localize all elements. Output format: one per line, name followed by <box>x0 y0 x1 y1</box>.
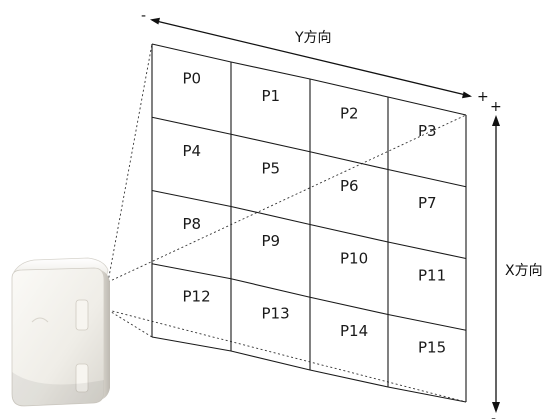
zone-grid <box>151 43 467 403</box>
zone-label-p10: P10 <box>340 250 368 268</box>
zone-label-p5: P5 <box>262 159 281 177</box>
y-axis-arrow: - + Y方向 <box>141 8 489 105</box>
frustum-line <box>107 114 467 283</box>
field-of-view-lines <box>107 43 467 403</box>
x-axis-label: X方向 <box>505 263 543 279</box>
grid-row-line <box>151 336 467 403</box>
zone-label-p6: P6 <box>340 177 359 195</box>
grid-row-line <box>151 43 467 116</box>
x-axis-minus-sign: - <box>491 411 496 419</box>
zone-label-p7: P7 <box>418 194 437 212</box>
zone-label-p4: P4 <box>183 142 202 160</box>
x-axis-arrow: + - X方向 <box>490 99 543 419</box>
y-axis-plus-sign: + <box>477 89 489 105</box>
zone-label-p8: P8 <box>183 215 202 233</box>
zone-label-p3: P3 <box>418 122 437 140</box>
zone-label-p1: P1 <box>262 87 281 105</box>
sensor-module-image <box>11 257 110 407</box>
y-axis-label: Y方向 <box>294 30 332 46</box>
grid-row-line <box>151 263 467 331</box>
grid-row-line <box>151 189 467 260</box>
zone-label-p14: P14 <box>340 322 368 340</box>
zone-label-p2: P2 <box>340 104 359 122</box>
y-axis-minus-sign: - <box>141 8 146 24</box>
zone-label-p9: P9 <box>262 232 281 250</box>
frustum-line <box>107 43 153 283</box>
zone-label-p13: P13 <box>262 304 290 322</box>
zone-label-p0: P0 <box>183 69 202 87</box>
frustum-line <box>107 309 467 403</box>
frustum-line <box>107 309 153 338</box>
zone-label-p11: P11 <box>418 266 446 284</box>
zone-label-p12: P12 <box>183 288 211 306</box>
grid-row-line <box>151 116 467 188</box>
zone-label-p15: P15 <box>418 338 446 356</box>
x-axis-plus-sign: + <box>490 99 502 115</box>
